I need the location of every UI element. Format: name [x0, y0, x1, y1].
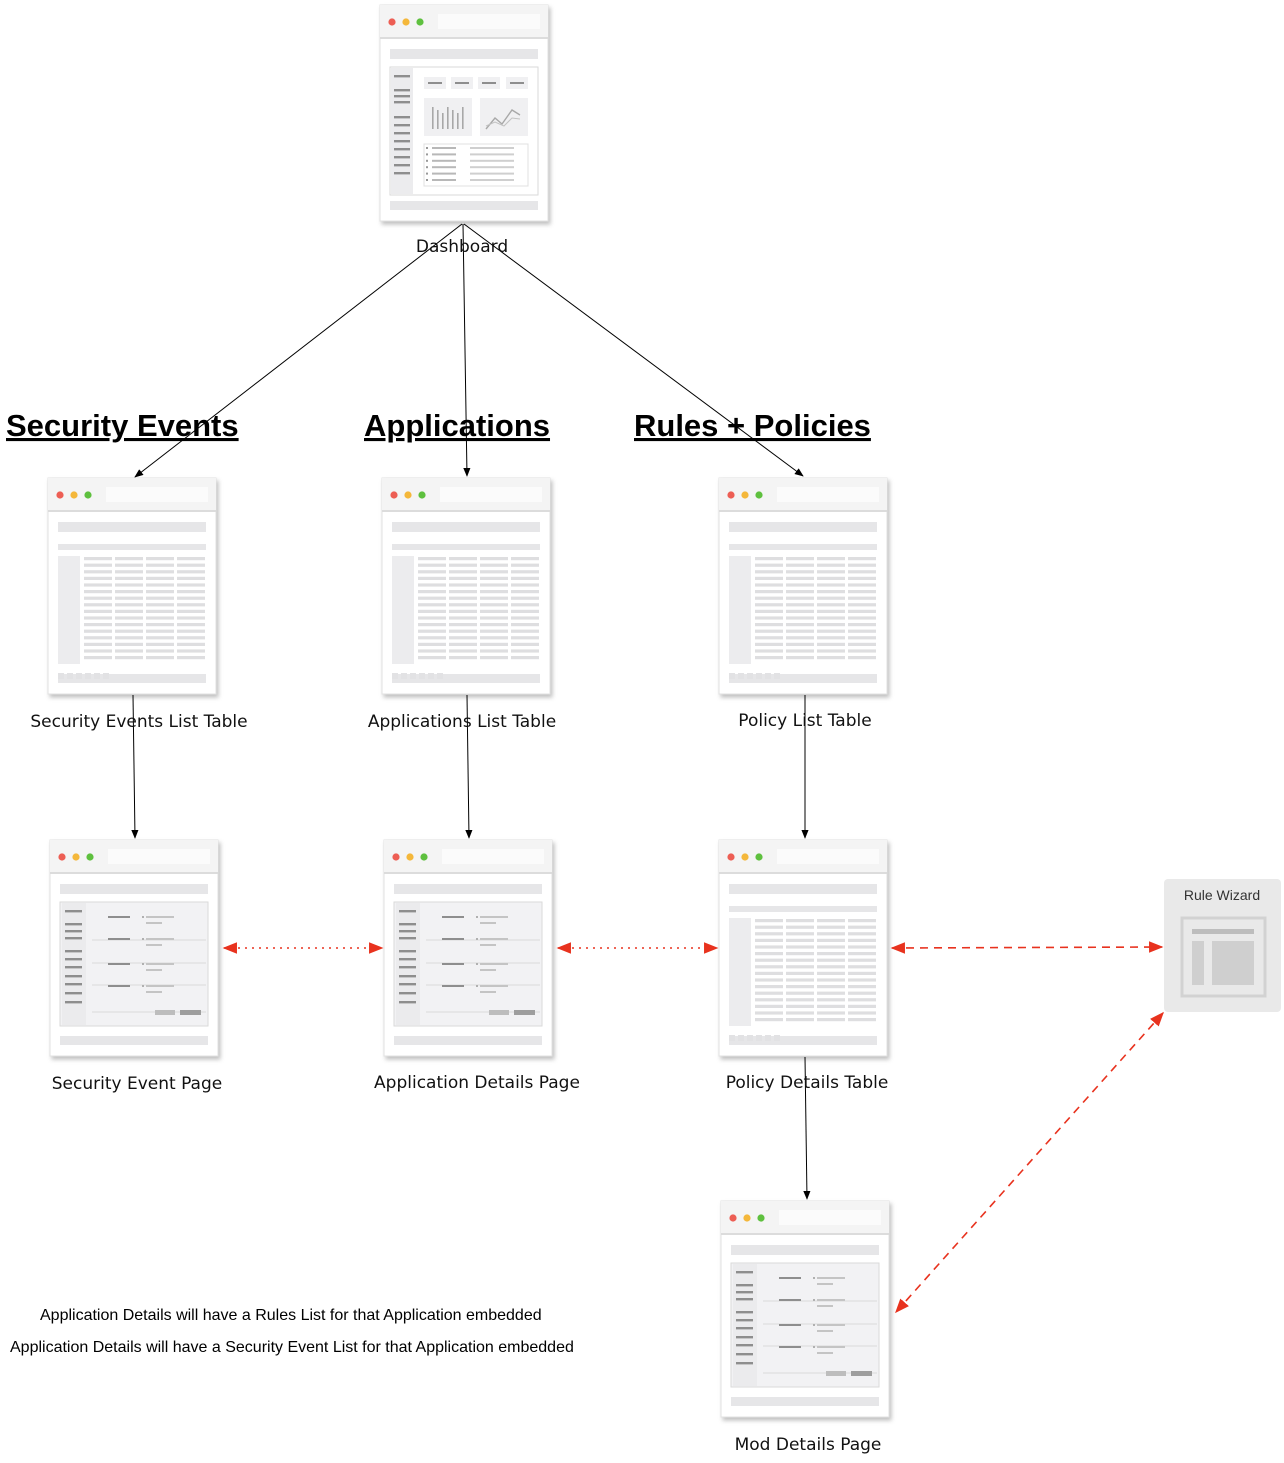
note-rules-list: Application Details will have a Rules Li…: [40, 1307, 542, 1324]
section-security-events: Security Events: [6, 408, 239, 443]
rule-wizard[interactable]: Rule Wizard: [1164, 879, 1281, 1012]
security-events-list-thumbnail[interactable]: [48, 478, 216, 694]
policy-list-label: Policy List Table: [738, 711, 871, 731]
application-details-page-label: Application Details Page: [374, 1073, 580, 1093]
rule-wizard-label: Rule Wizard: [1184, 887, 1260, 903]
note-security-event-list: Application Details will have a Security…: [10, 1339, 574, 1356]
policy-list-thumbnail[interactable]: [719, 478, 887, 694]
wizard-layout-icon: [1182, 918, 1265, 996]
related-links: [224, 947, 1163, 1312]
section-applications: Applications: [364, 408, 550, 443]
dashboard-label: Dashboard: [416, 237, 508, 257]
dashboard-thumbnail[interactable]: [380, 5, 548, 221]
policy-details-table-label: Policy Details Table: [726, 1073, 889, 1093]
security-events-list-label: Security Events List Table: [30, 712, 247, 732]
security-event-page-thumbnail[interactable]: [50, 840, 218, 1056]
application-details-page-thumbnail[interactable]: [384, 840, 552, 1056]
applications-list-label: Applications List Table: [368, 712, 556, 732]
policy-details-table-thumbnail[interactable]: [719, 840, 887, 1056]
mod-details-page-label: Mod Details Page: [735, 1435, 882, 1455]
security-event-page-label: Security Event Page: [52, 1074, 222, 1094]
applications-list-thumbnail[interactable]: [382, 478, 550, 694]
section-rules-policies: Rules + Policies: [634, 408, 871, 443]
mod-details-page-thumbnail[interactable]: [721, 1201, 889, 1417]
